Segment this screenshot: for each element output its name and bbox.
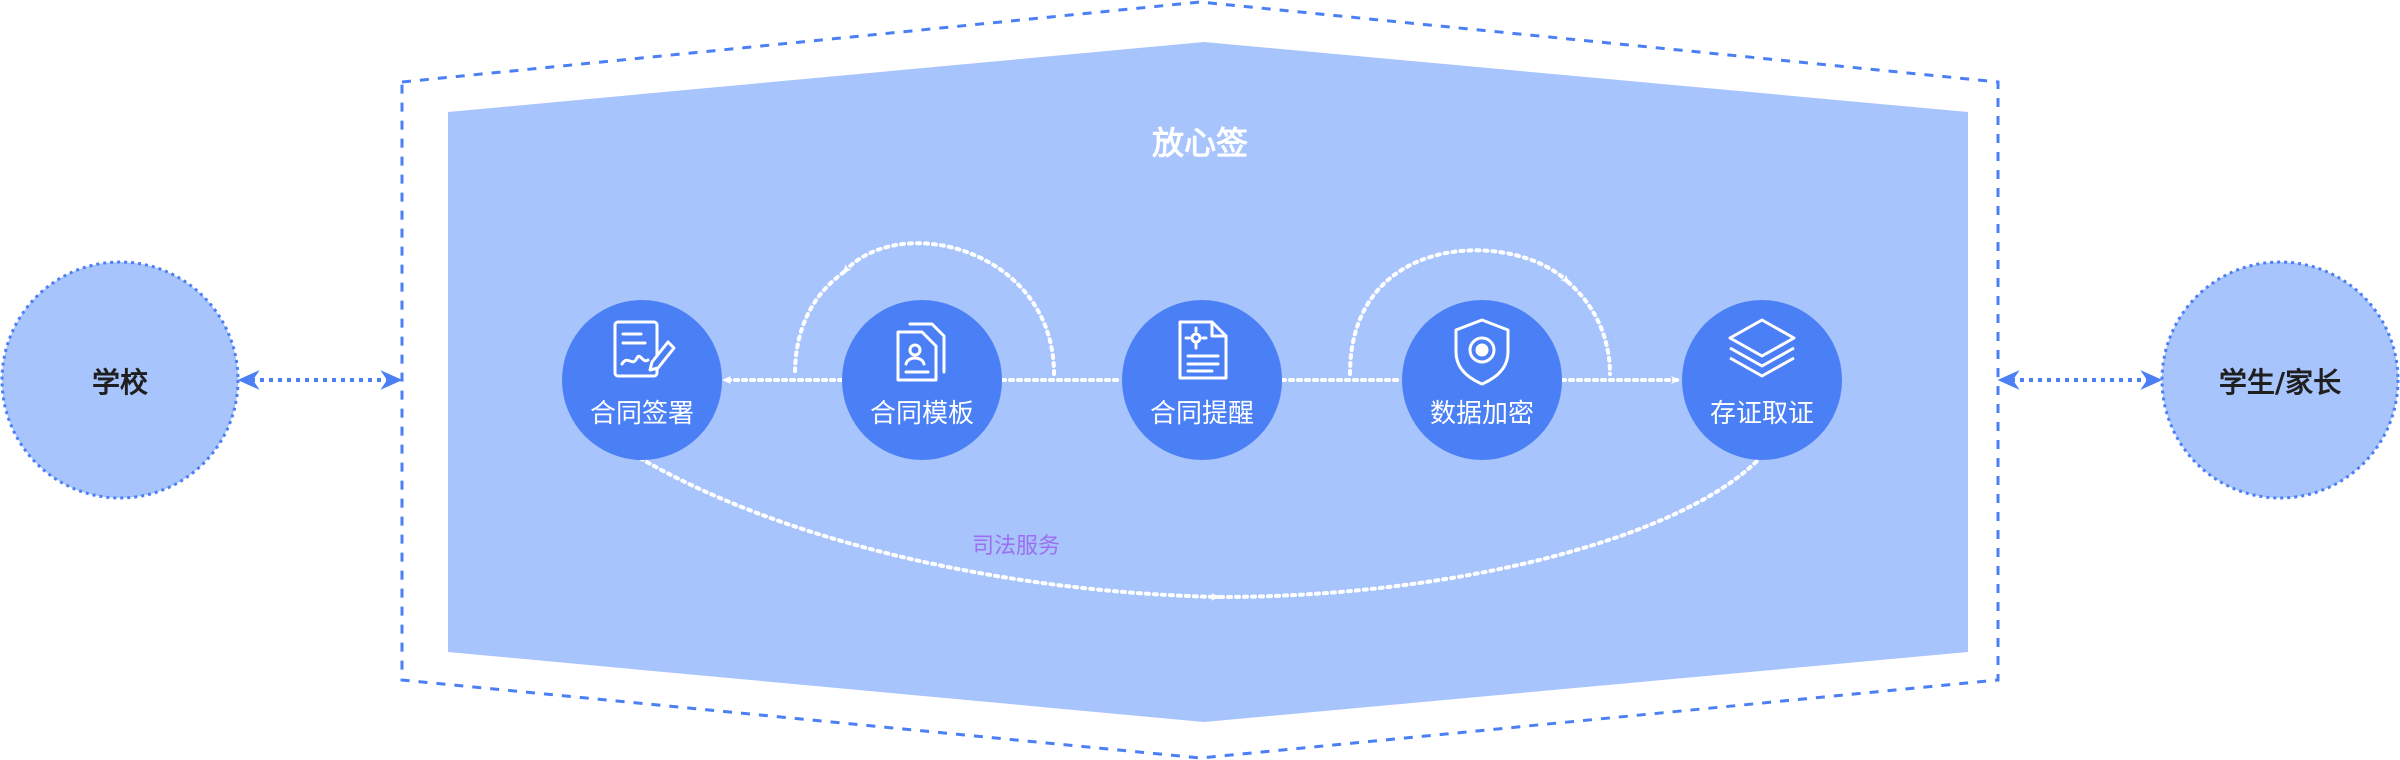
step-contract-reminder[interactable]: 合同提醒	[1122, 300, 1282, 460]
step-label: 合同模板	[870, 399, 974, 429]
shield-lock-icon	[1454, 318, 1510, 386]
outer-dashed-boundary	[400, 0, 2000, 760]
layers-stack-icon	[1728, 318, 1796, 378]
step-label: 存证取证	[1710, 399, 1814, 429]
flow-arc-left-tail	[793, 270, 846, 376]
document-sign-icon	[613, 320, 676, 378]
step-label: 合同提醒	[1150, 399, 1254, 429]
flow-arc-right-tail	[1566, 280, 1612, 376]
step-contract-template[interactable]: 合同模板	[842, 300, 1002, 460]
document-reminder-icon	[1178, 320, 1228, 380]
flow-bottom-curve-right	[1218, 456, 1762, 599]
step-label: 数据加密	[1430, 399, 1534, 429]
document-template-icon	[896, 322, 946, 382]
party-student-parent-circle[interactable]	[2160, 260, 2400, 500]
flow-lines	[638, 241, 1762, 601]
platform-title: 放心签	[1152, 124, 1248, 162]
party-student-parent-label: 学生/家长	[2219, 366, 2341, 399]
flow-bottom-curve-left	[638, 456, 1220, 601]
judicial-service-label: 司法服务	[972, 534, 1060, 559]
party-school-label: 学校	[92, 366, 149, 399]
step-contract-signing[interactable]: 合同签署	[562, 300, 722, 460]
step-label: 合同签署	[590, 399, 694, 429]
flow-arc-right	[1348, 248, 1570, 376]
step-data-encryption[interactable]: 数据加密	[1402, 300, 1562, 460]
step-evidence-storage[interactable]: 存证取证	[1682, 300, 1842, 460]
flow-arc-left	[842, 241, 1056, 376]
